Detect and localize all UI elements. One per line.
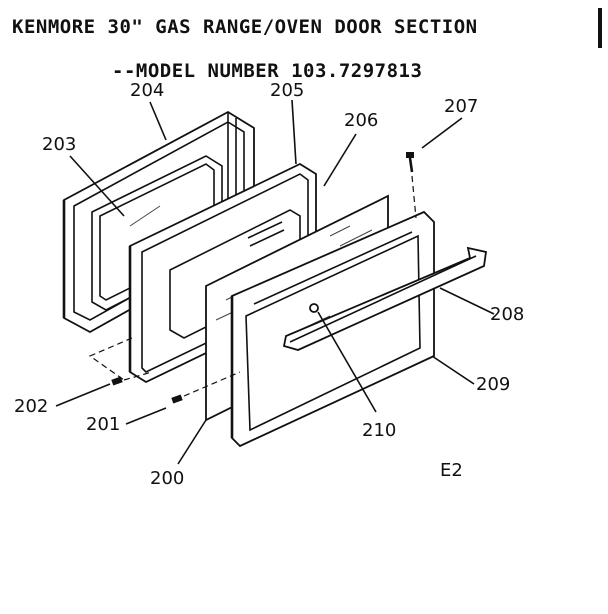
part-label-206: 206 (344, 110, 378, 131)
part-label-208: 208 (490, 304, 524, 325)
part-label-209: 209 (476, 374, 510, 395)
leader-lines (55, 99, 495, 465)
section-code: E2 (440, 460, 463, 481)
diagram-title: KENMORE 30" GAS RANGE/OVEN DOOR SECTION (12, 16, 478, 38)
bottom-screws (88, 337, 241, 404)
part-label-200: 200 (150, 468, 184, 489)
part-label-201: 201 (86, 414, 120, 435)
right-border-edge (598, 8, 602, 48)
door-bumper (309, 303, 319, 313)
door-handle (282, 246, 488, 351)
part-label-205: 205 (270, 80, 304, 101)
model-number: --MODEL NUMBER 103.7297813 (112, 60, 423, 82)
part-label-204: 204 (130, 80, 164, 101)
part-label-202: 202 (14, 396, 48, 417)
part-label-203: 203 (42, 134, 76, 155)
top-screw (406, 152, 417, 219)
part-label-207: 207 (444, 96, 478, 117)
part-label-210: 210 (362, 420, 396, 441)
